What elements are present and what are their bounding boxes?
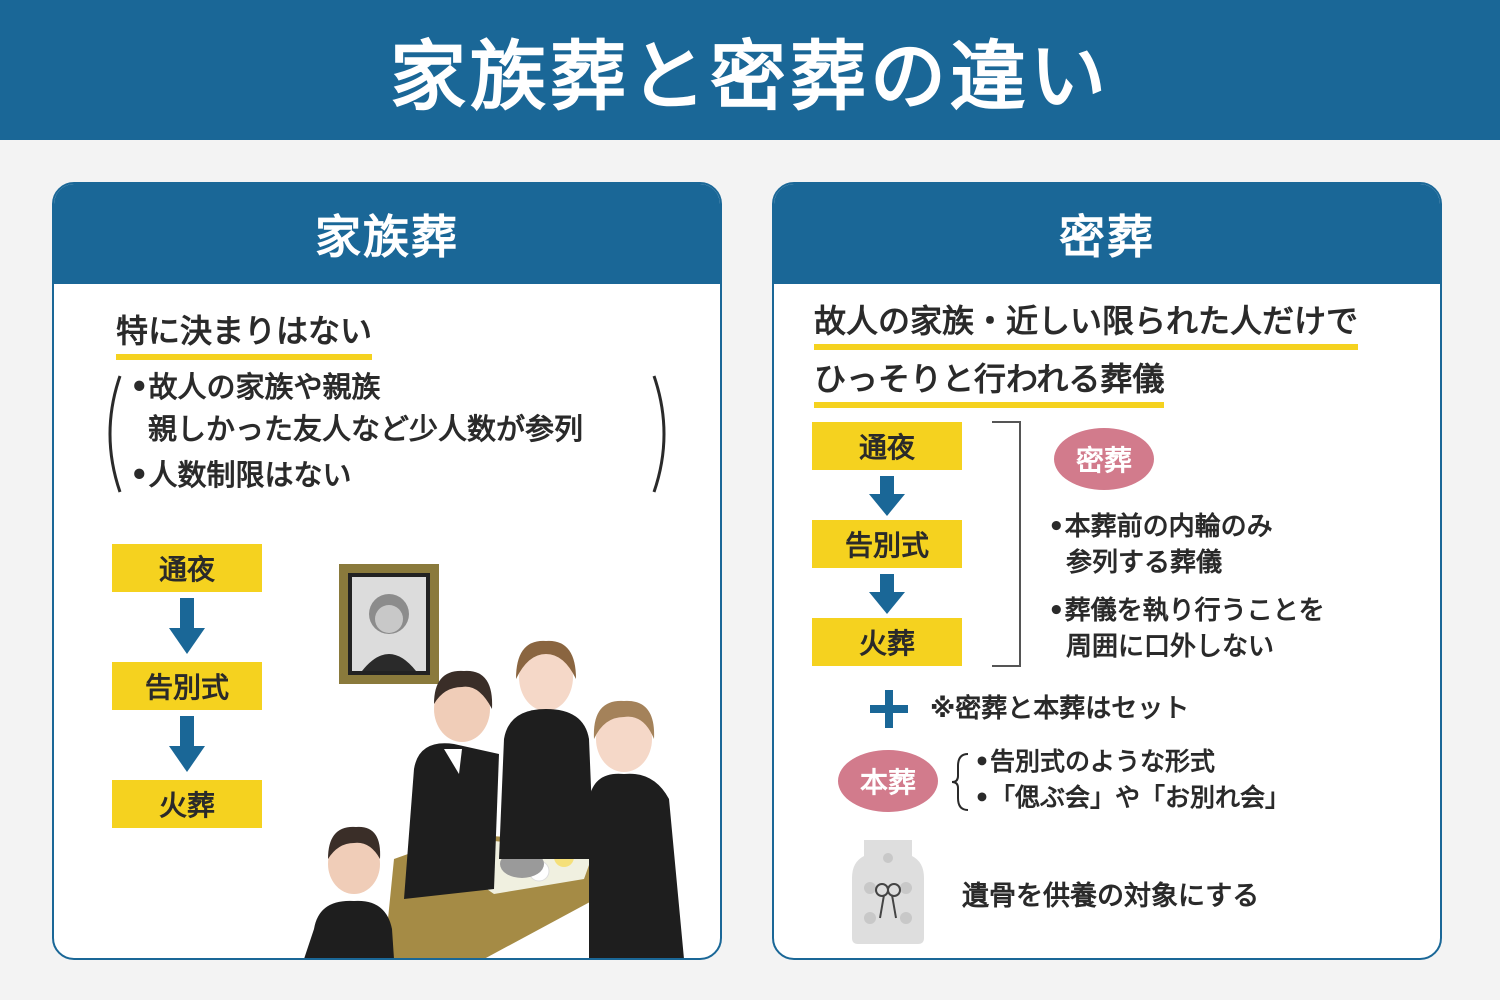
mourning-family-illustration: [304, 564, 684, 958]
private-funeral-badge: 密葬: [1054, 428, 1154, 490]
private-step-wake: 通夜: [812, 422, 962, 470]
elder-woman-figure-icon: [589, 700, 684, 958]
arrow-down-icon: [169, 716, 205, 772]
main-point-1: •告別式のような形式: [974, 747, 1215, 776]
private-point-2-line2: 周囲に口外しない: [1066, 632, 1275, 662]
open-paren-icon: [108, 375, 122, 493]
arrow-down-icon: [169, 598, 205, 654]
bracket-icon: [992, 421, 1021, 667]
private-definition-line1: 故人の家族・近しい限られた人だけで: [814, 296, 1359, 350]
title-banner: 家族葬と密葬の違い: [0, 0, 1500, 140]
private-funeral-header: 密葬: [774, 184, 1440, 284]
set-note: ※密葬と本葬はセット: [930, 694, 1190, 724]
private-point-1-line2: 参列する葬儀: [1066, 548, 1223, 578]
close-paren-icon: [652, 375, 666, 493]
portrait-frame-icon: [339, 564, 439, 684]
private-point-1-line1: •本葬前の内輪のみ: [1048, 512, 1273, 542]
private-step-farewell: 告別式: [812, 520, 962, 568]
child-figure-icon: [304, 826, 394, 958]
family-step-cremation: 火葬: [112, 780, 262, 828]
private-funeral-panel: 密葬 故人の家族・近しい限られた人だけで ひっそりと行われる葬儀 通夜 告別式 …: [772, 182, 1442, 960]
remains-text: 遺骨を供養の対象にする: [962, 881, 1260, 912]
private-funeral-heading: 密葬: [1059, 210, 1155, 264]
page-title: 家族葬と密葬の違い: [390, 32, 1110, 121]
family-step-wake: 通夜: [112, 544, 262, 592]
private-point-2-line1: •葬儀を執り行うことを: [1048, 596, 1325, 626]
arrow-down-icon: [869, 476, 905, 516]
main-funeral-badge: 本葬: [838, 750, 938, 812]
urn-icon: [852, 840, 924, 944]
family-bullet-1-line1: •故人の家族や親族: [130, 370, 381, 404]
woman-figure-icon: [499, 640, 594, 859]
family-bullet-1-line2: 親しかった友人など少人数が参列: [148, 412, 584, 446]
family-funeral-panel: 家族葬 特に決まりはない •故人の家族や親族 親しかった友人など少人数が参列 •…: [52, 182, 722, 960]
main-point-2: •「偲ぶ会」や「お別れ会」: [974, 783, 1290, 812]
family-funeral-heading: 家族葬: [315, 210, 459, 264]
arrow-down-icon: [869, 574, 905, 614]
family-bullet-2: •人数制限はない: [130, 458, 352, 492]
man-figure-icon: [404, 670, 499, 899]
plus-icon: [870, 690, 908, 728]
family-funeral-header: 家族葬: [54, 184, 720, 284]
family-step-farewell: 告別式: [112, 662, 262, 710]
family-funeral-tagline: 特に決まりはない: [116, 306, 373, 360]
private-step-cremation: 火葬: [812, 618, 962, 666]
brace-icon: [952, 753, 969, 811]
private-definition-line2: ひっそりと行われる葬儀: [814, 354, 1165, 408]
